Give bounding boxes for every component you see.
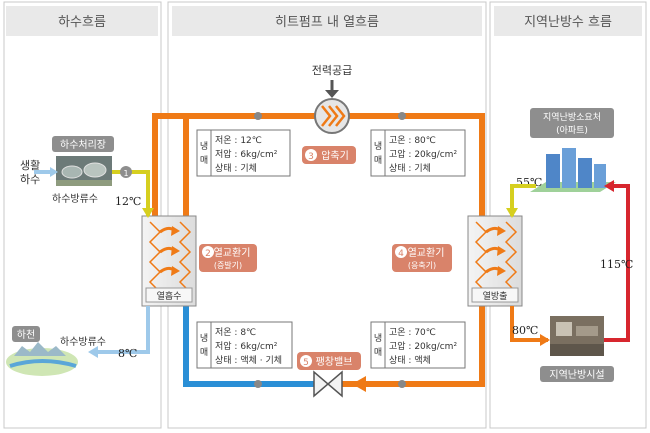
supply-return-line bbox=[510, 184, 536, 216]
svg-text:매: 매 bbox=[374, 347, 382, 358]
state-box-bottom-left: 냉 매 저온 : 8℃ 저압 : 6kg/cm² 상태 : 액체 · 기체 bbox=[196, 321, 293, 369]
svg-text:(응축기): (응축기) bbox=[408, 261, 436, 270]
temp-in-label: 12℃ bbox=[115, 195, 141, 208]
svg-text:3: 3 bbox=[308, 152, 314, 162]
domestic-sewage-label-1: 생활 bbox=[20, 158, 40, 172]
river-image: 하천 bbox=[6, 326, 78, 376]
state-box-bottom-right: 냉 매 고온 : 70℃ 고압 : 20kg/cm² 상태 : 액체 bbox=[370, 321, 466, 369]
svg-text:냉: 냉 bbox=[374, 333, 382, 344]
pipe-node bbox=[254, 112, 262, 120]
svg-text:저압 : 6kg/cm²: 저압 : 6kg/cm² bbox=[215, 148, 278, 160]
refrigerant-line-bottom-left bbox=[183, 300, 314, 387]
svg-text:매: 매 bbox=[200, 155, 208, 166]
treatment-plant-image bbox=[56, 156, 112, 186]
evaporator: 열흡수 bbox=[141, 215, 197, 307]
heat-absorb-label: 열흡수 bbox=[157, 290, 182, 302]
section-title-right: 지역난방수 흐름 bbox=[524, 15, 612, 30]
step-3-label: 3 압축기 bbox=[302, 146, 356, 164]
compressor-chevrons bbox=[321, 105, 346, 127]
svg-text:(증발기): (증발기) bbox=[214, 260, 242, 270]
expansion-valve-icon-right bbox=[326, 370, 343, 398]
power-supply-label: 전력공급 bbox=[312, 64, 352, 77]
outflow-arrow bbox=[88, 346, 98, 358]
svg-text:저압 : 6kg/cm²: 저압 : 6kg/cm² bbox=[215, 340, 278, 352]
refrigerant-line-top-left bbox=[152, 113, 318, 238]
consumer-tag: 지역난방소요처 (아파트) bbox=[530, 108, 614, 138]
treatment-plant-tag: 하수처리장 bbox=[52, 136, 114, 152]
left-header bbox=[6, 6, 158, 36]
svg-text:4: 4 bbox=[398, 249, 404, 259]
svg-text:상태 : 액체: 상태 : 액체 bbox=[389, 354, 431, 366]
svg-text:냉: 냉 bbox=[200, 333, 208, 344]
right-column bbox=[489, 1, 647, 429]
svg-text:(아파트): (아파트) bbox=[556, 125, 588, 136]
power-arrow-head bbox=[325, 90, 339, 98]
svg-text:매: 매 bbox=[374, 155, 382, 166]
temp-out-label: 8℃ bbox=[118, 347, 137, 360]
effluent-label: 하수방류수 bbox=[52, 192, 98, 205]
outflow-line bbox=[94, 306, 150, 354]
svg-text:지역난방소요처: 지역난방소요처 bbox=[543, 111, 601, 123]
effluent-arrow bbox=[142, 208, 154, 218]
step-2-label: 2 열교환기 (증발기) bbox=[199, 244, 257, 272]
svg-text:냉: 냉 bbox=[200, 141, 208, 152]
svg-text:하수처리장: 하수처리장 bbox=[60, 138, 106, 151]
pipe-node bbox=[398, 380, 406, 388]
step-4-label: 4 열교환기 (응축기) bbox=[392, 244, 452, 272]
svg-text:열교환기: 열교환기 bbox=[214, 247, 251, 259]
svg-text:고온 : 70℃: 고온 : 70℃ bbox=[389, 327, 436, 338]
middle-header bbox=[172, 6, 482, 36]
sewage-inflow-arrow bbox=[50, 167, 58, 177]
svg-text:고온 : 80℃: 고온 : 80℃ bbox=[389, 135, 436, 146]
expansion-valve-icon bbox=[313, 370, 330, 398]
pipe-node bbox=[254, 380, 262, 388]
right-header bbox=[494, 6, 642, 36]
svg-text:저온 : 12℃: 저온 : 12℃ bbox=[215, 135, 262, 146]
condenser: 열방출 bbox=[467, 215, 523, 307]
svg-text:냉: 냉 bbox=[374, 141, 382, 152]
return-arrow bbox=[540, 334, 550, 346]
step-5-label: 5 팽창밸브 bbox=[297, 352, 361, 370]
temp-return-label: 80℃ bbox=[512, 324, 538, 337]
svg-text:상태 : 액체 · 기체: 상태 : 액체 · 기체 bbox=[215, 354, 282, 366]
svg-text:매: 매 bbox=[200, 347, 208, 358]
svg-text:5: 5 bbox=[303, 358, 309, 368]
facility-image bbox=[550, 316, 604, 356]
section-title-middle: 히트펌프 내 열흐름 bbox=[275, 15, 379, 30]
supply-return-arrow bbox=[506, 208, 518, 218]
svg-text:열교환기: 열교환기 bbox=[408, 247, 445, 259]
heat-release-label: 열방출 bbox=[483, 291, 508, 302]
svg-text:1: 1 bbox=[123, 169, 128, 178]
svg-text:지역난방시설: 지역난방시설 bbox=[549, 369, 604, 381]
svg-text:압축기: 압축기 bbox=[321, 149, 349, 162]
svg-text:상태 : 기체: 상태 : 기체 bbox=[215, 163, 257, 174]
apartment-icon bbox=[530, 148, 616, 192]
domestic-sewage-label-2: 하수 bbox=[20, 172, 40, 186]
svg-text:2: 2 bbox=[205, 249, 211, 259]
facility-tag: 지역난방시설 bbox=[540, 366, 614, 382]
refrigerant-line-top-right bbox=[346, 113, 485, 228]
state-box-top-left: 냉 매 저온 : 12℃ 저압 : 6kg/cm² 상태 : 기체 bbox=[196, 129, 291, 177]
effluent-out-label: 하수방류수 bbox=[60, 335, 106, 348]
section-title-left: 하수흐름 bbox=[58, 15, 106, 30]
hot-arrow bbox=[604, 180, 614, 192]
pipe-node bbox=[398, 112, 406, 120]
svg-text:저온 : 8℃: 저온 : 8℃ bbox=[215, 327, 256, 338]
return-line bbox=[510, 306, 548, 342]
arrow-to-valve bbox=[352, 376, 366, 392]
svg-text:팽창밸브: 팽창밸브 bbox=[316, 356, 353, 368]
refrigerant-line-bottom-right bbox=[342, 300, 485, 387]
temp-hot-label: 115℃ bbox=[600, 258, 633, 271]
step-1-marker: 1 bbox=[120, 166, 132, 178]
svg-text:상태 : 기체: 상태 : 기체 bbox=[389, 163, 431, 174]
svg-text:고압 : 20kg/cm²: 고압 : 20kg/cm² bbox=[389, 148, 457, 160]
state-box-top-right: 냉 매 고온 : 80℃ 고압 : 20kg/cm² 상태 : 기체 bbox=[370, 129, 466, 177]
hot-line bbox=[604, 184, 630, 342]
river-label: 하천 bbox=[17, 328, 35, 341]
svg-text:고압 : 20kg/cm²: 고압 : 20kg/cm² bbox=[389, 340, 457, 352]
